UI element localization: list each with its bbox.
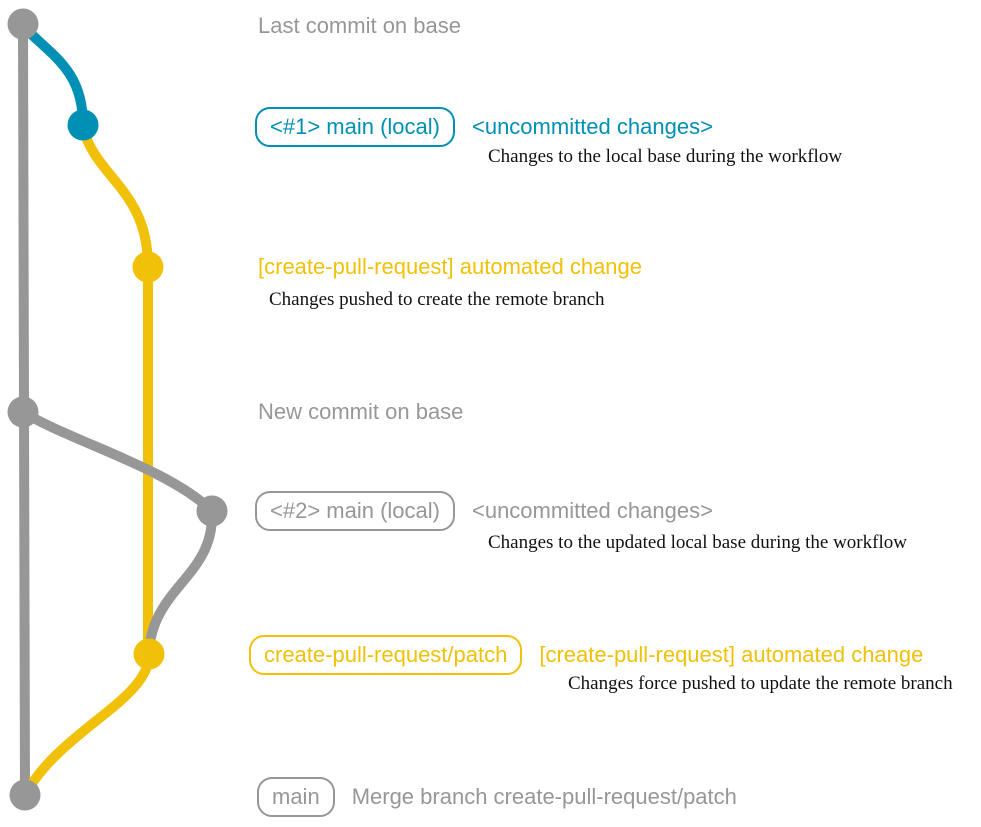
commit-dot-last-base bbox=[7, 8, 39, 40]
updated-main-merge-line bbox=[144, 512, 218, 655]
commit-dot-merge bbox=[9, 779, 41, 811]
local-main-branch-line bbox=[19, 22, 88, 126]
commit-caption: Changes to the local base during the wor… bbox=[488, 146, 843, 167]
commit-message: <uncommitted changes> bbox=[471, 113, 713, 139]
branch-tag-label: <#2> main (local) bbox=[270, 498, 440, 523]
commit-message: Merge branch create-pull-request/patch bbox=[351, 783, 737, 809]
commit-message: Last commit on base bbox=[258, 12, 461, 38]
commit-caption: Changes force pushed to update the remot… bbox=[568, 673, 953, 694]
commit-dot-patch-update bbox=[133, 638, 165, 670]
commit-row-local-main-1: <#1> main (local) <uncommitted changes> bbox=[255, 107, 713, 147]
branch-tag-main-local-1: <#1> main (local) bbox=[255, 107, 455, 147]
branch-tag-patch: create-pull-request/patch bbox=[249, 635, 523, 675]
branch-tag-label: create-pull-request/patch bbox=[264, 642, 508, 667]
commit-caption: Changes to the updated local base during… bbox=[488, 532, 907, 553]
commit-row-patch-update: create-pull-request/patch [create-pull-r… bbox=[249, 635, 923, 675]
branch-tag-main: main bbox=[257, 777, 335, 817]
commit-message: New commit on base bbox=[258, 398, 464, 424]
commit-row-merge: main Merge branch create-pull-request/pa… bbox=[257, 777, 737, 817]
branch-tag-main-local-2: <#2> main (local) bbox=[255, 491, 455, 531]
patch-merge-line bbox=[20, 653, 155, 798]
branch-tag-label: main bbox=[272, 784, 320, 809]
commit-dot-new-base bbox=[7, 396, 39, 428]
commit-message: [create-pull-request] automated change bbox=[258, 253, 643, 279]
commit-row-last-base: Last commit on base bbox=[258, 13, 461, 39]
updated-main-branch-out-line bbox=[20, 407, 216, 515]
commit-row-patch-create: [create-pull-request] automated change bbox=[258, 254, 642, 280]
commit-dot-local-main-2 bbox=[196, 495, 228, 527]
branch-tag-label: <#1> main (local) bbox=[270, 114, 440, 139]
commit-row-local-main-2: <#2> main (local) <uncommitted changes> bbox=[255, 491, 713, 531]
commit-dot-patch-create bbox=[132, 251, 164, 283]
commit-dot-local-main-1 bbox=[67, 109, 99, 141]
commit-message: [create-pull-request] automated change bbox=[539, 641, 924, 667]
commit-message: <uncommitted changes> bbox=[471, 497, 713, 523]
commit-row-new-base: New commit on base bbox=[258, 399, 463, 425]
commit-caption: Changes pushed to create the remote bran… bbox=[269, 289, 605, 310]
patch-branch-out-line bbox=[78, 126, 153, 268]
